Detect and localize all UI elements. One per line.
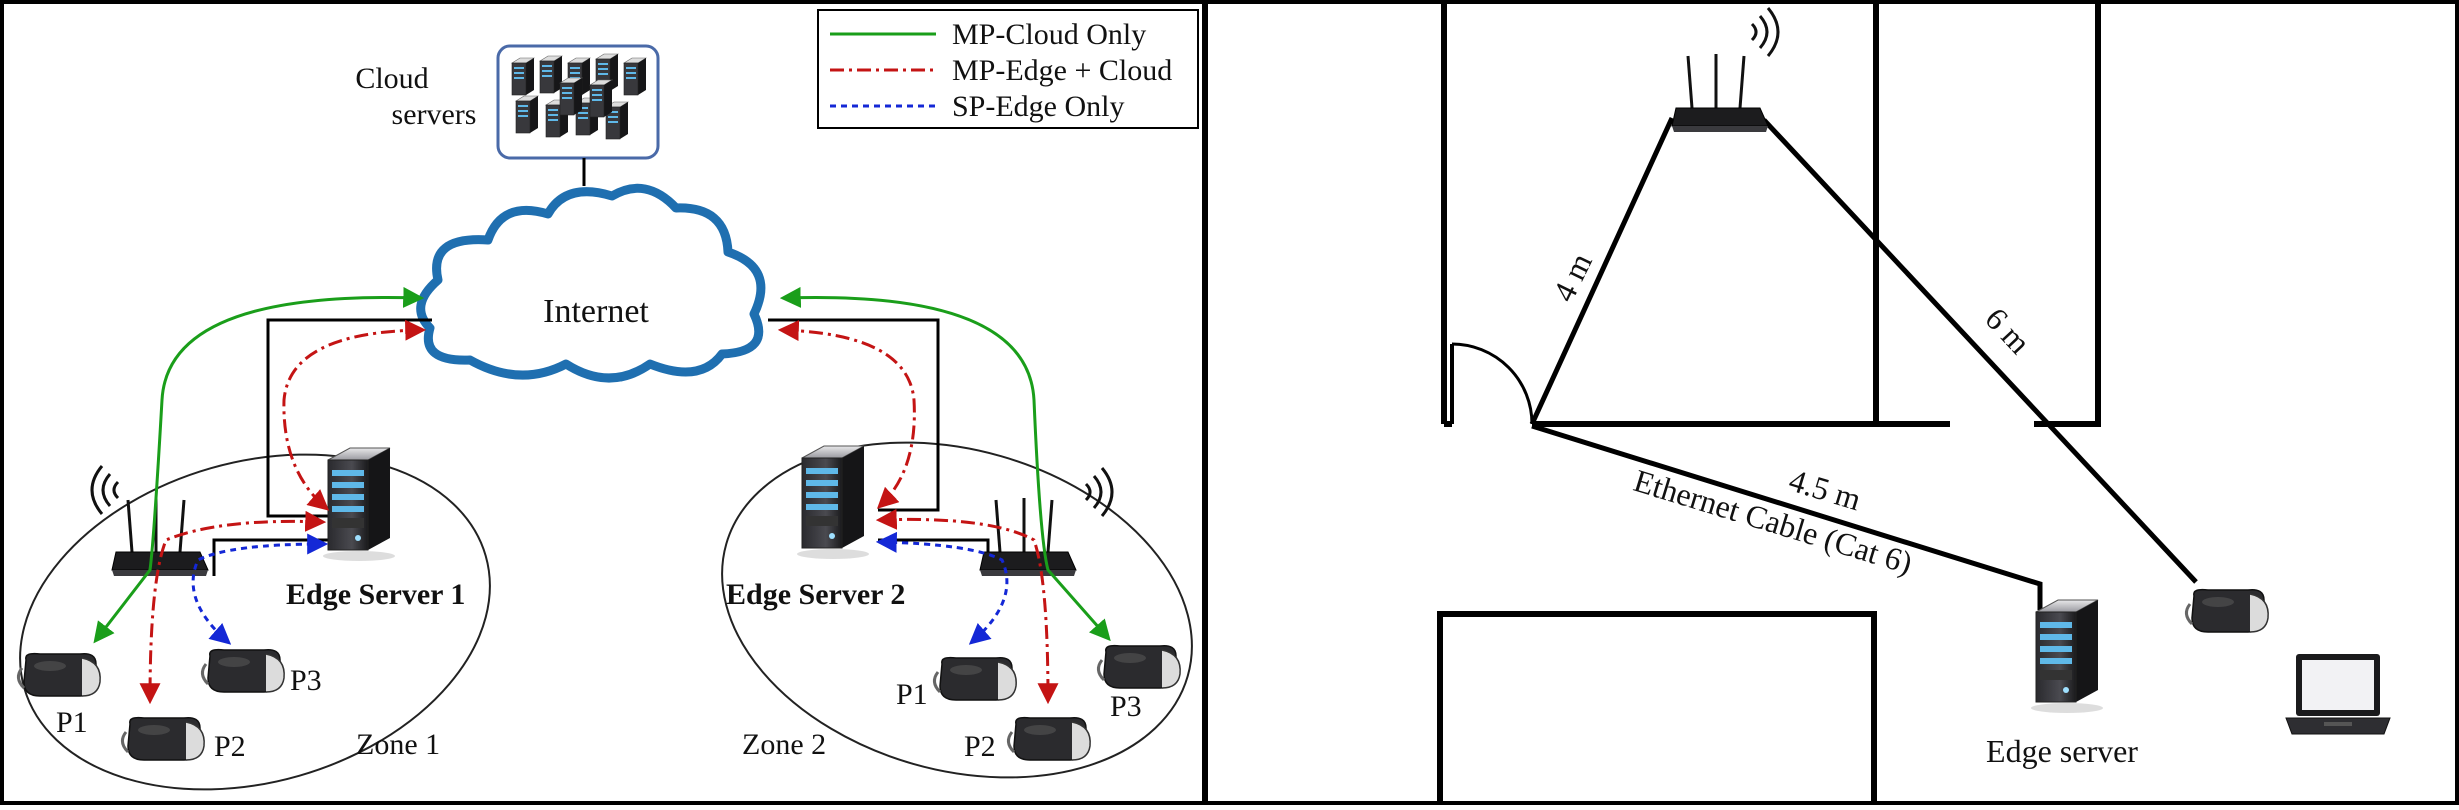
vr-headset-floor bbox=[2184, 588, 2270, 634]
right-panel: 4 m 6 m 4.5 m Ethernet Cable (Cat 6) Edg… bbox=[1437, 2, 2391, 803]
cloud-servers-icon bbox=[496, 44, 660, 160]
cloud-servers-label-line2: servers bbox=[392, 98, 477, 131]
path-red-edge2-p2 bbox=[875, 508, 1059, 705]
vr-headset-zone1-p2 bbox=[120, 716, 206, 762]
zone1-player-p2: P2 bbox=[214, 730, 246, 763]
edge-server-floor-label: Edge server bbox=[1986, 733, 2138, 769]
edge-server-1-icon bbox=[322, 447, 396, 562]
vr-headset-zone2-p2 bbox=[1006, 716, 1092, 762]
path-red-edge1-p2 bbox=[139, 510, 327, 705]
router-floor-icon bbox=[1670, 52, 1770, 134]
legend-label-edge-cloud: MP-Edge + Cloud bbox=[952, 54, 1172, 87]
wifi-2-icon bbox=[1084, 466, 1114, 518]
wire-router2-edge2 bbox=[878, 538, 990, 576]
zone-2-label: Zone 2 bbox=[742, 728, 826, 761]
ethernet-cable-line bbox=[1531, 423, 2043, 610]
right-panel-frame bbox=[1204, 0, 2459, 805]
zone2-player-p1: P1 bbox=[896, 678, 928, 711]
path-red-cloud-edge1 bbox=[282, 319, 427, 511]
left-panel: MP-Cloud Only MP-Edge + Cloud SP-Edge On… bbox=[16, 9, 1199, 791]
ethernet-cable-label: Ethernet Cable (Cat 6) bbox=[1630, 462, 1917, 581]
zone1-player-p3: P3 bbox=[290, 664, 322, 697]
cloud-servers-label-line1: Cloud bbox=[355, 62, 428, 95]
path-blue-edge2-p1 bbox=[875, 531, 1009, 645]
vr-headset-zone1-p1 bbox=[16, 652, 102, 698]
zone2-player-p3: P3 bbox=[1110, 690, 1142, 723]
edge-server-2-icon bbox=[796, 445, 870, 560]
router-2-icon bbox=[978, 496, 1078, 578]
internet-cloud-icon bbox=[416, 183, 766, 383]
edge-server-floor-icon bbox=[2030, 599, 2104, 714]
wifi-1-icon bbox=[90, 464, 120, 516]
laptop-icon bbox=[2285, 653, 2391, 735]
line-router-headset bbox=[1762, 118, 2198, 584]
path-red-cloud-edge2 bbox=[777, 320, 916, 509]
legend-label-edge-only: SP-Edge Only bbox=[952, 90, 1125, 123]
edge-server-1-label: Edge Server 1 bbox=[286, 578, 465, 611]
zone2-player-p2: P2 bbox=[964, 730, 996, 763]
dist-router-headset-label: 6 m bbox=[1978, 300, 2038, 360]
line-router-door bbox=[1529, 116, 1675, 426]
legend: MP-Cloud Only MP-Edge + Cloud SP-Edge On… bbox=[817, 9, 1199, 129]
legend-label-cloud-only: MP-Cloud Only bbox=[952, 18, 1146, 51]
legend-box bbox=[817, 9, 1199, 129]
zone-1-label: Zone 1 bbox=[356, 728, 440, 761]
wifi-floor-icon bbox=[1750, 6, 1780, 58]
floor-plan-walls bbox=[1437, 2, 2101, 803]
vr-headset-zone1-p3 bbox=[200, 648, 286, 694]
vr-headset-zone2-p1 bbox=[932, 656, 1018, 702]
edge-server-2-label: Edge Server 2 bbox=[726, 578, 905, 611]
door-swing bbox=[1451, 342, 1534, 425]
path-blue-edge1-p3 bbox=[191, 533, 329, 645]
zone1-player-p1: P1 bbox=[56, 706, 88, 739]
internet-label: Internet bbox=[543, 293, 649, 330]
vr-headset-zone2-p3 bbox=[1096, 644, 1182, 690]
